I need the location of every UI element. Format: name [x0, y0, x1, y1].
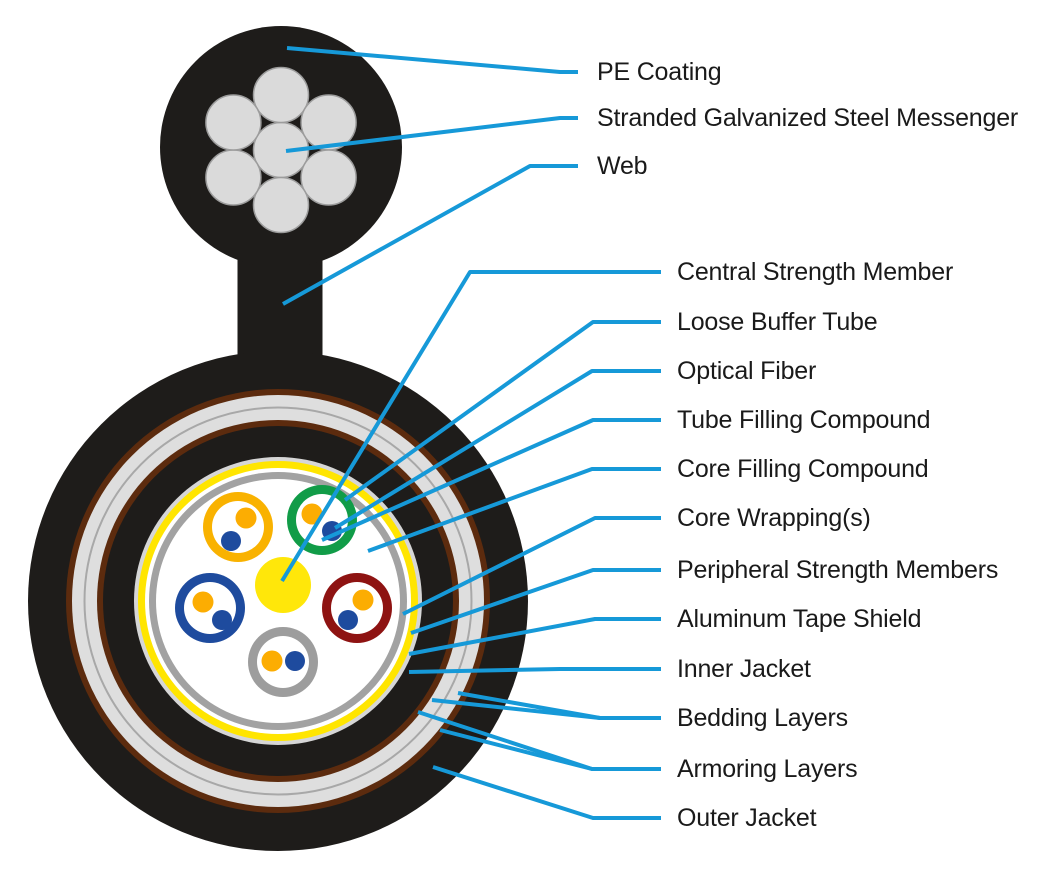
buffer-tube-blue [175, 573, 245, 643]
central-strength-member-annotation: Central Strength Member [280, 258, 953, 583]
messenger-strand [300, 149, 357, 206]
web-label: Web [597, 152, 647, 180]
optical-fiber-annotation: Optical Fiber [333, 357, 816, 530]
buffer-tube-yellow [203, 492, 273, 562]
tube-filling-compound-label: Tube Filling Compound [677, 406, 930, 434]
aluminum-tape-shield-label: Aluminum Tape Shield [677, 605, 921, 633]
tube-filling-compound-annotation: Tube Filling Compound [321, 406, 931, 542]
messenger-section [160, 26, 402, 268]
buffer-tube-gray [248, 627, 318, 697]
optical-fiber-dot [212, 610, 232, 630]
bedding-layers-leader-line [457, 691, 601, 720]
steel-messenger-strands [205, 66, 357, 234]
tube-filler-dot [261, 650, 283, 672]
loose-buffer-tube-label: Loose Buffer Tube [677, 308, 877, 336]
web-annotation: Web [282, 152, 648, 306]
stranded-galvanized-steel-messenger-leader-line [285, 116, 578, 153]
outer-jacket-label: Outer Jacket [677, 804, 817, 832]
tube-filling-compound-leader-line [321, 418, 661, 542]
messenger-strand [205, 94, 262, 151]
tube-filler-dot [192, 591, 214, 613]
inner-jacket-annotation: Inner Jacket [408, 655, 811, 683]
pe-coating-leader-line [286, 46, 578, 74]
central-strength-member-circle [255, 557, 311, 613]
outer-jacket-annotation: Outer Jacket [432, 765, 817, 832]
stranded-galvanized-steel-messenger-annotation: Stranded Galvanized Steel Messenger [285, 104, 1018, 153]
armoring-layers-annotation: Armoring Layers [417, 710, 858, 783]
optical-fiber-dot [221, 531, 241, 551]
optical-fiber-dot [338, 610, 358, 630]
bedding-divider-line [83, 406, 473, 796]
central-strength-member-label: Central Strength Member [677, 258, 953, 286]
pe-coating-annotation: PE Coating [286, 46, 722, 86]
core-filling-compound-annotation: Core Filling Compound [367, 455, 929, 553]
core-wrappings-label: Core Wrapping(s) [677, 504, 871, 532]
aluminum-tape-shield-annotation: Aluminum Tape Shield [408, 605, 921, 656]
inner-jacket-leader-line [408, 667, 661, 674]
optical-fiber-label: Optical Fiber [677, 357, 816, 385]
tube-filler-dot [235, 507, 257, 529]
peripheral-strength-members-annotation: Peripheral Strength Members [410, 556, 998, 635]
messenger-strand [205, 149, 262, 206]
optical-fiber-leader-line [333, 369, 661, 530]
core-filling-compound-leader-line [367, 467, 661, 553]
inner-jacket-label: Inner Jacket [677, 655, 811, 683]
core-wrappings-annotation: Core Wrapping(s) [402, 504, 871, 616]
stranded-galvanized-steel-messenger-label: Stranded Galvanized Steel Messenger [597, 104, 1018, 132]
central-strength-member-leader-line [280, 270, 661, 583]
buffer-tube-red [322, 573, 392, 643]
armoring-layers-leader-line [439, 728, 593, 771]
bedding-layers-annotation: Bedding Layers [431, 691, 848, 732]
core-wrappings-leader-line [402, 516, 661, 616]
outer-jacket-leader-line [432, 765, 661, 820]
peripheral-strength-members-leader-line [410, 568, 661, 635]
tube-filling-area [257, 636, 309, 688]
core-filling-compound-label: Core Filling Compound [677, 455, 928, 483]
loose-buffer-tube-annotation: Loose Buffer Tube [343, 308, 878, 502]
optical-fiber-dot [285, 651, 305, 671]
aluminum-tape-shield-leader-line [408, 617, 661, 656]
armoring-layers-label: Armoring Layers [677, 755, 857, 783]
messenger-strand [252, 176, 310, 234]
loose-buffer-tube-leader-line [343, 320, 661, 502]
tube-filler-dot [352, 589, 374, 611]
peripheral-strength-members-label: Peripheral Strength Members [677, 556, 998, 584]
pe-coating-label: PE Coating [597, 58, 721, 86]
messenger-strand [252, 66, 310, 124]
web-leader-line [282, 164, 578, 306]
bedding-layers-label: Bedding Layers [677, 704, 848, 732]
